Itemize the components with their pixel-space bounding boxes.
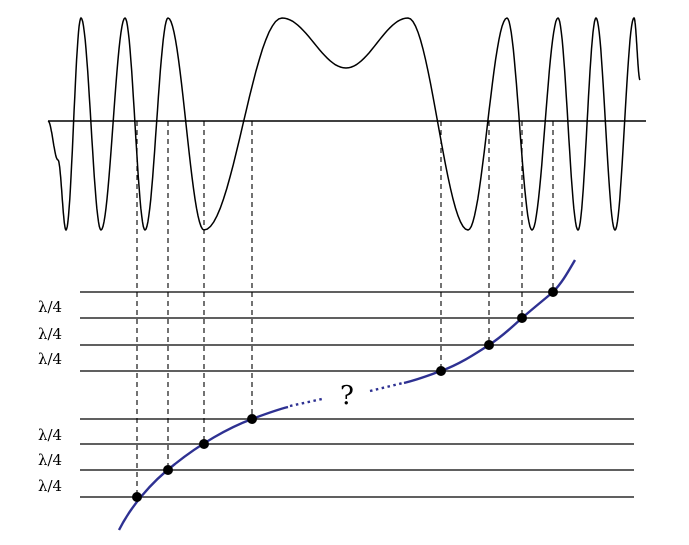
intersection-point [548, 287, 558, 297]
intersection-point [436, 366, 446, 376]
intersection-point [517, 313, 527, 323]
label-lambda-quarter-1: λ/4 [38, 298, 62, 316]
unknown-gap-label: ? [340, 381, 354, 411]
phase-curve-left-dotted [289, 397, 323, 408]
oscillating-waveform [47, 16, 641, 232]
level-lines [80, 291, 634, 498]
phase-curve-group: ? [117, 259, 577, 531]
intersection-point [163, 465, 173, 475]
intersection-point [132, 492, 142, 502]
label-lambda-quarter-5: λ/4 [38, 451, 62, 469]
intersection-point [199, 439, 209, 449]
label-lambda-quarter-2: λ/4 [38, 325, 62, 343]
intersection-points [132, 287, 558, 502]
quarter-wavelength-labels: λ/4 λ/4 λ/4 λ/4 λ/4 λ/4 [38, 298, 62, 495]
phase-curve-right-dotted [369, 381, 404, 393]
label-lambda-quarter-6: λ/4 [38, 477, 62, 495]
intersection-point [247, 414, 257, 424]
label-lambda-quarter-3: λ/4 [38, 350, 62, 368]
projection-lines [136, 121, 554, 497]
label-lambda-quarter-4: λ/4 [38, 426, 62, 444]
phase-curve-left [117, 405, 289, 531]
intersection-point [484, 340, 494, 350]
waveform-group [47, 16, 646, 232]
